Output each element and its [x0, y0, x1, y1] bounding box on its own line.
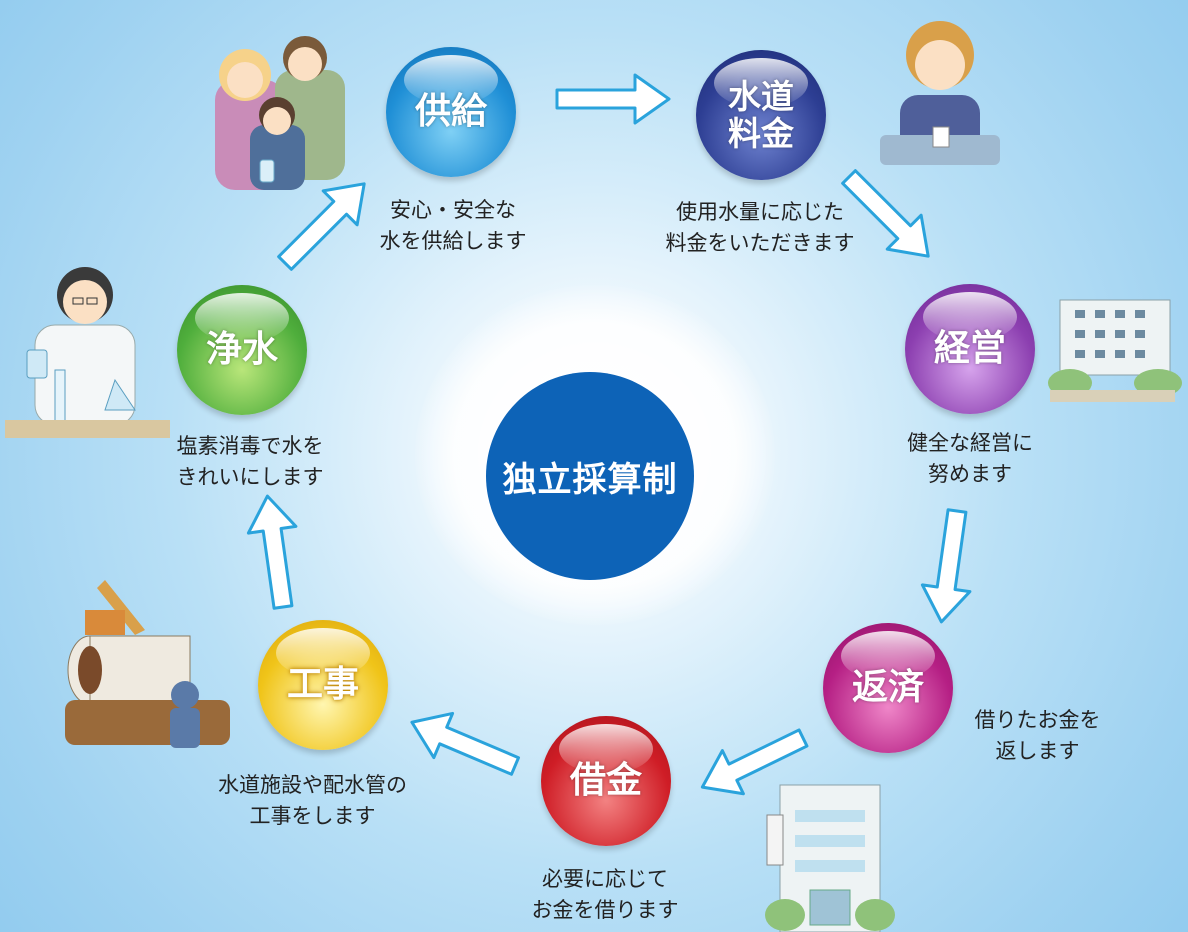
step-management-caption: 健全な経営に 努めます: [875, 428, 1065, 490]
caption-line: 使用水量に応じた: [676, 200, 844, 224]
caption-line: 工事をします: [249, 804, 376, 828]
caption-line: 健全な経営に: [907, 431, 1033, 455]
arrow-fee-to-management: [841, 169, 930, 258]
caption-line: 返します: [995, 739, 1080, 763]
arrow-purification-to-supply: [277, 182, 366, 271]
step-repayment-ball: 返済: [823, 623, 953, 753]
arrow-supply-to-fee: [555, 73, 671, 125]
chemist-illustration: [5, 267, 170, 438]
caption-line: きれいにします: [176, 465, 324, 489]
step-fee-label-line1: 水道: [728, 77, 794, 116]
step-management-ball: 経営: [905, 284, 1035, 414]
step-repayment-label: 返済: [851, 667, 924, 708]
step-borrowing-ball: 借金: [541, 716, 671, 846]
caption-line: 借りたお金を: [974, 708, 1101, 732]
step-construction-caption: 水道施設や配水管の 工事をします: [195, 770, 430, 832]
caption-line: 水を供給します: [379, 229, 527, 253]
construction-illustration: [65, 580, 230, 748]
step-purification-label: 浄水: [205, 329, 278, 370]
step-supply-ball: 供給: [386, 47, 516, 177]
step-supply-caption: 安心・安全な 水を供給します: [358, 195, 548, 257]
caption-line: 安心・安全な: [390, 198, 516, 222]
center-label: 独立採算制: [502, 459, 678, 500]
caption-line: 塩素消毒で水を: [176, 434, 324, 458]
step-purification-ball: 浄水: [177, 285, 307, 415]
office-building-illustration: [1048, 299, 1182, 402]
step-management-label: 経営: [933, 328, 1006, 369]
step-supply-label: 供給: [414, 91, 487, 132]
step-borrowing-caption: 必要に応じて お金を借ります: [505, 864, 705, 926]
step-repayment-caption: 借りたお金を 返します: [955, 705, 1120, 767]
step-construction-ball: 工事: [258, 620, 388, 750]
arrow-repayment-to-borrowing: [700, 728, 809, 796]
woman-paying-illustration: [880, 21, 1000, 165]
step-construction-label: 工事: [286, 664, 359, 705]
step-fee-caption: 使用水量に応じた 料金をいただきます: [640, 197, 880, 259]
caption-line: 努めます: [928, 462, 1012, 486]
step-borrowing-label: 借金: [569, 760, 642, 801]
arrow-borrowing-to-construction: [410, 711, 521, 776]
arrow-construction-to-purification: [246, 494, 298, 610]
step-fee-ball: 水道料金: [696, 50, 826, 180]
family-illustration: [215, 36, 345, 190]
center-circle: 独立採算制: [486, 372, 694, 580]
bank-illustration: [765, 784, 895, 932]
step-purification-caption: 塩素消毒で水を きれいにします: [150, 431, 350, 493]
caption-line: お金を借ります: [531, 898, 679, 922]
caption-line: 料金をいただきます: [665, 231, 855, 255]
step-fee-label-line2: 料金: [728, 114, 794, 153]
caption-line: 必要に応じて: [542, 867, 668, 891]
arrow-management-to-repayment: [920, 508, 972, 624]
caption-line: 水道施設や配水管の: [218, 773, 407, 797]
